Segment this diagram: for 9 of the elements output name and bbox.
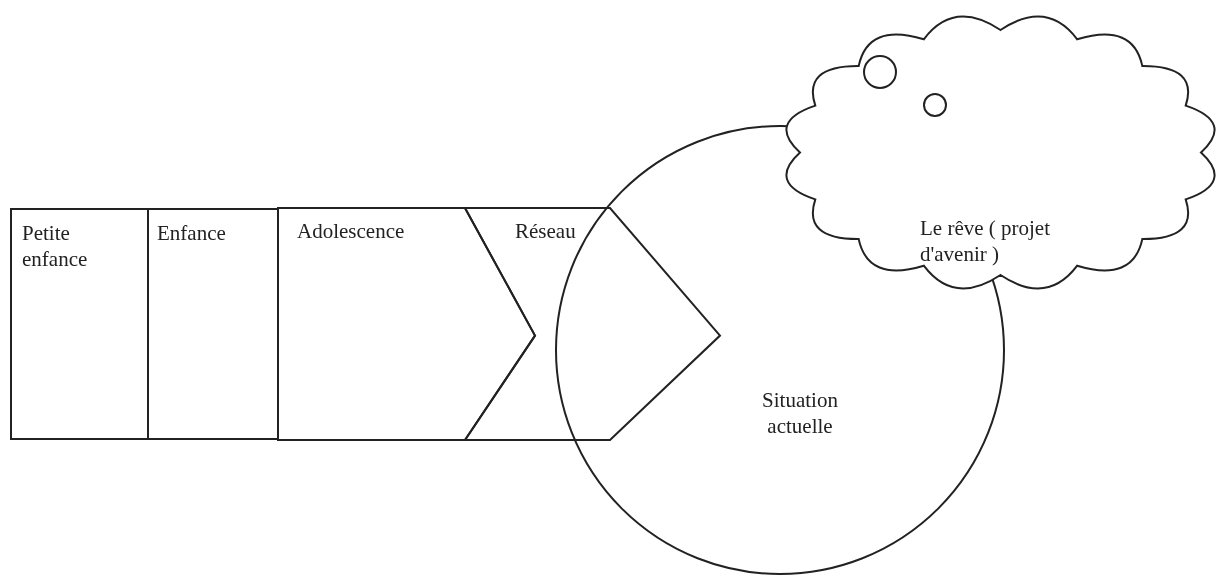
stage-box xyxy=(147,208,279,440)
node-label: Enfance xyxy=(157,220,227,247)
node-label: Réseau xyxy=(515,218,577,245)
stage-box xyxy=(10,208,149,440)
timeline-segment xyxy=(465,208,720,440)
node-label: Petite enfance xyxy=(22,220,89,273)
node-label: Le rêve ( projet d'avenir ) xyxy=(920,215,1051,268)
node-label: Adolescence xyxy=(297,218,406,245)
node-label: Situation actuelle xyxy=(761,387,839,440)
